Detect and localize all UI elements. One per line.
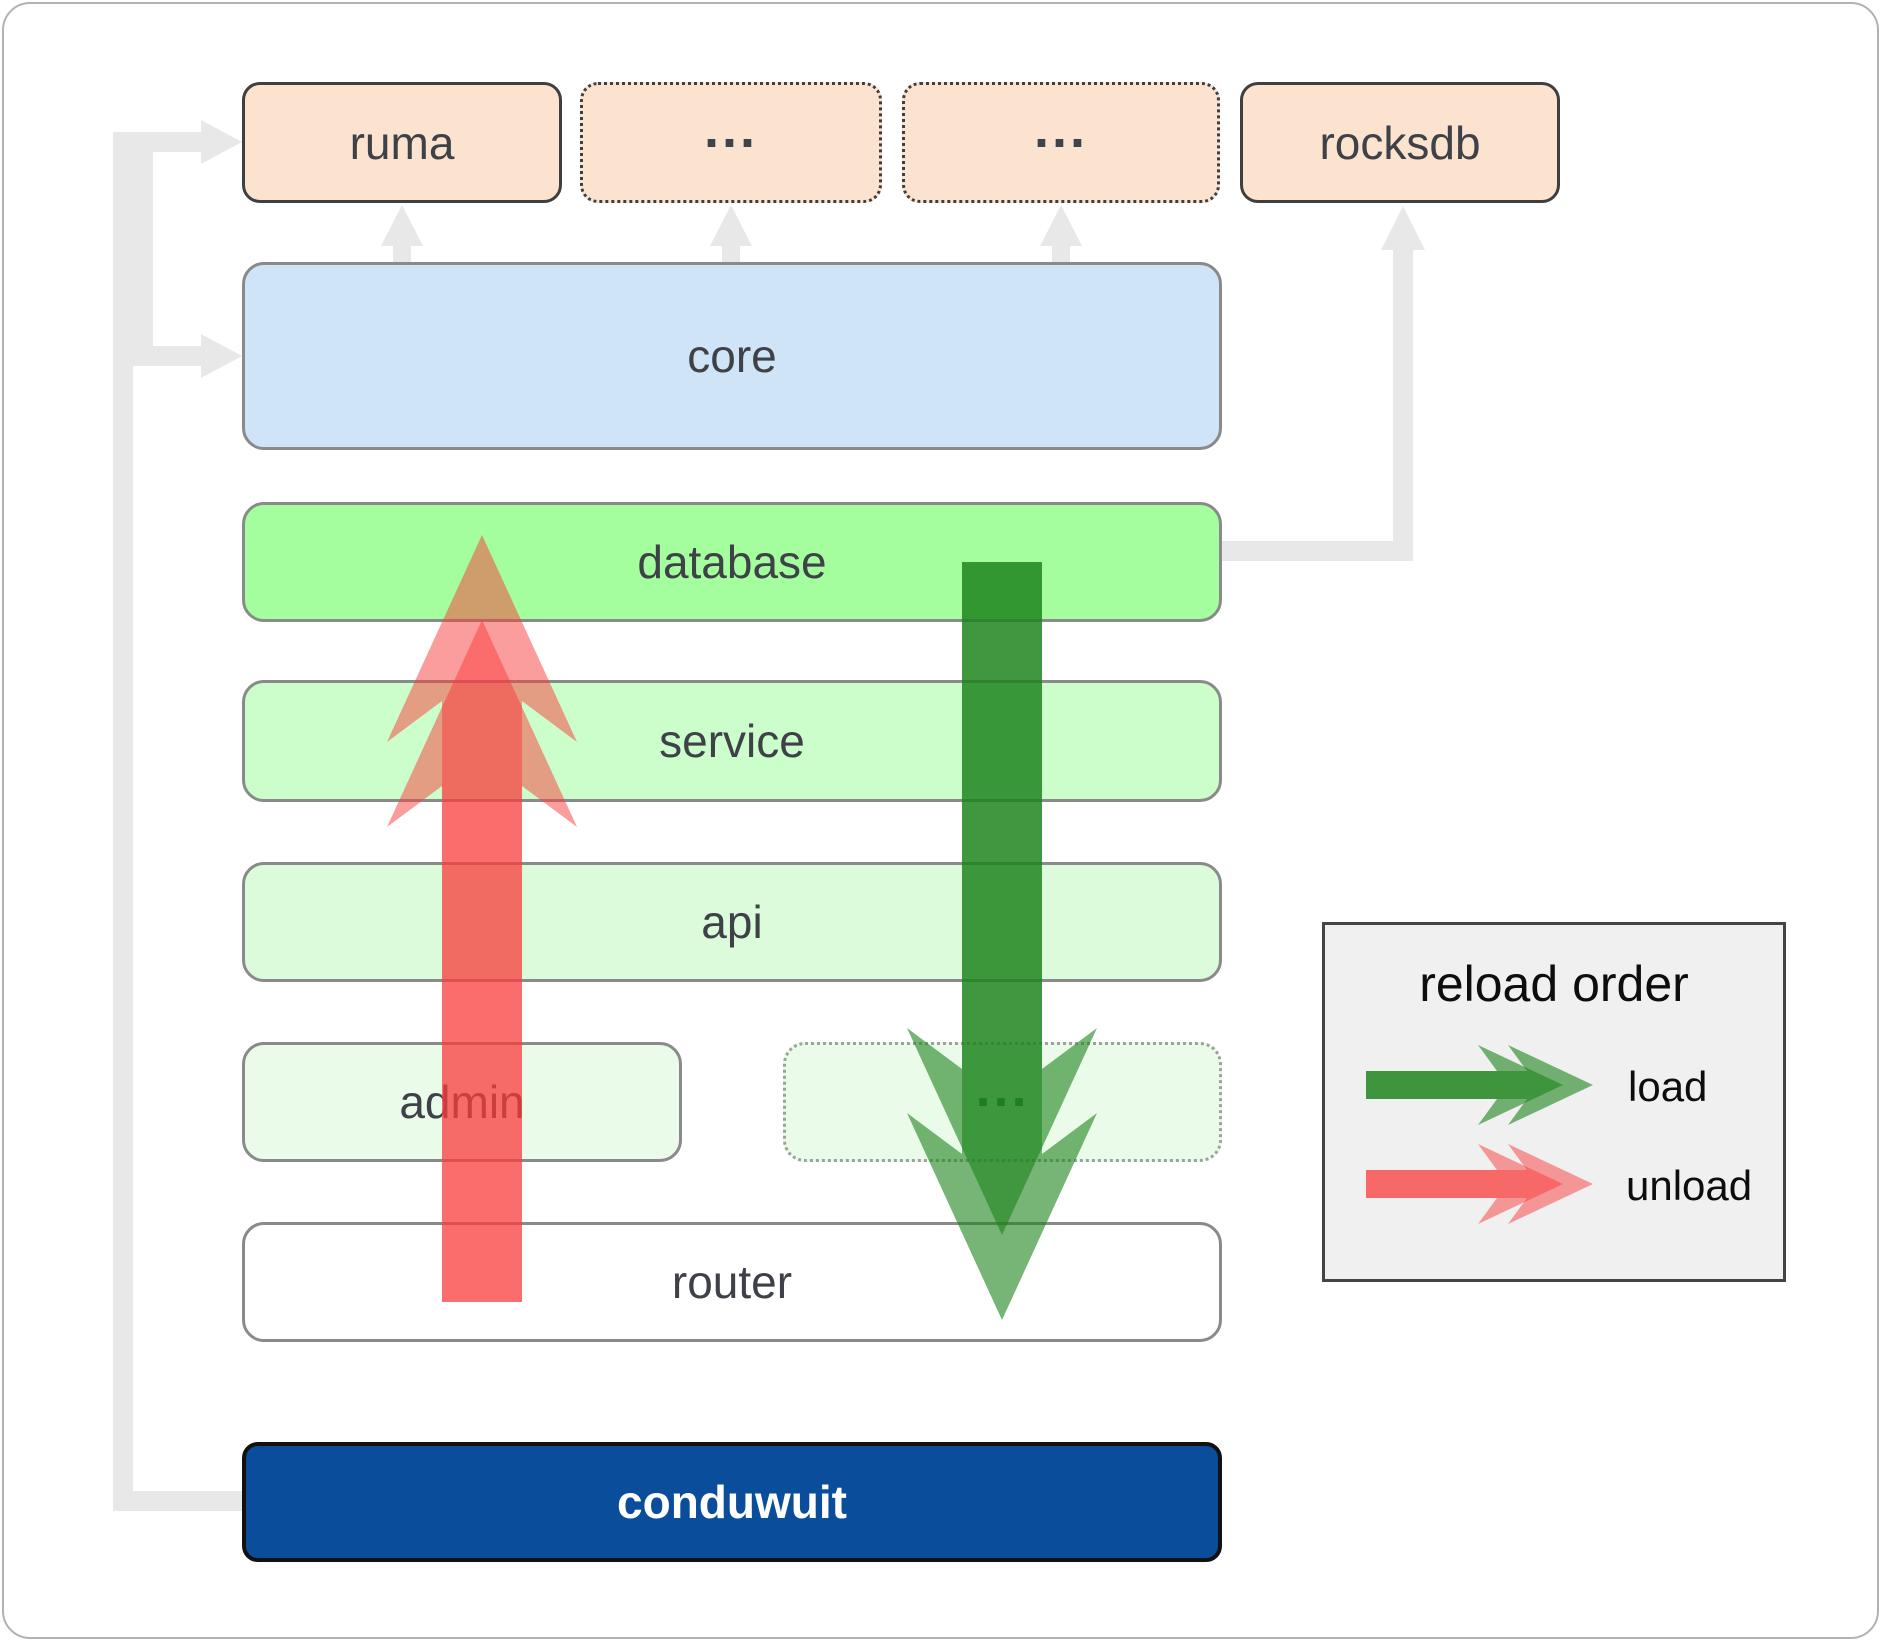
connector-database-to-rocksdb [1222, 206, 1425, 561]
connector-core-to-ext2 [1040, 205, 1082, 263]
legend-arrows [1366, 1045, 1593, 1224]
load-arrow [907, 562, 1097, 1320]
connector-conduwuit-to-core [133, 152, 242, 378]
unload-arrow-icon [1366, 1144, 1593, 1224]
box-database: database [242, 502, 1222, 622]
box-core: core [242, 262, 1222, 450]
connector-conduwuit-to-ruma [113, 120, 243, 1511]
box-service: service [242, 680, 1222, 802]
legend-unload-label: unload [1626, 1162, 1753, 1209]
unload-arrow [387, 535, 577, 1302]
load-arrow-icon [1366, 1045, 1593, 1125]
legend-load-label: load [1628, 1063, 1708, 1110]
box-conduwuit-label: conduwuit [617, 1476, 847, 1528]
box-router: router [242, 1222, 1222, 1342]
box-database-label: database [637, 536, 827, 588]
arrowhead-to-core [201, 334, 242, 378]
connector-core-to-ext1 [710, 205, 752, 263]
box-ruma-label: ruma [349, 116, 455, 169]
box-ext1-label: ... [703, 98, 758, 159]
box-rocksdb: rocksdb [1240, 82, 1560, 203]
connector-core-to-ruma [381, 205, 423, 263]
legend-title: reload order [1419, 956, 1689, 1012]
box-ext1: ... [580, 82, 882, 203]
box-ext2-label: ... [1033, 98, 1088, 159]
box-ruma: ruma [242, 82, 562, 203]
box-conduwuit: conduwuit [242, 1442, 1222, 1562]
arrowhead-to-rocksdb [1381, 206, 1425, 250]
box-api-label: api [701, 896, 763, 948]
box-ext2: ... [902, 82, 1220, 203]
box-core-label: core [687, 330, 777, 382]
box-service-label: service [659, 715, 805, 767]
legend-panel: reload order load unload [1322, 922, 1786, 1282]
box-api: api [242, 862, 1222, 982]
arrowhead-to-ruma [201, 120, 242, 164]
box-rocksdb-label: rocksdb [1319, 116, 1481, 169]
box-router-label: router [671, 1256, 793, 1308]
